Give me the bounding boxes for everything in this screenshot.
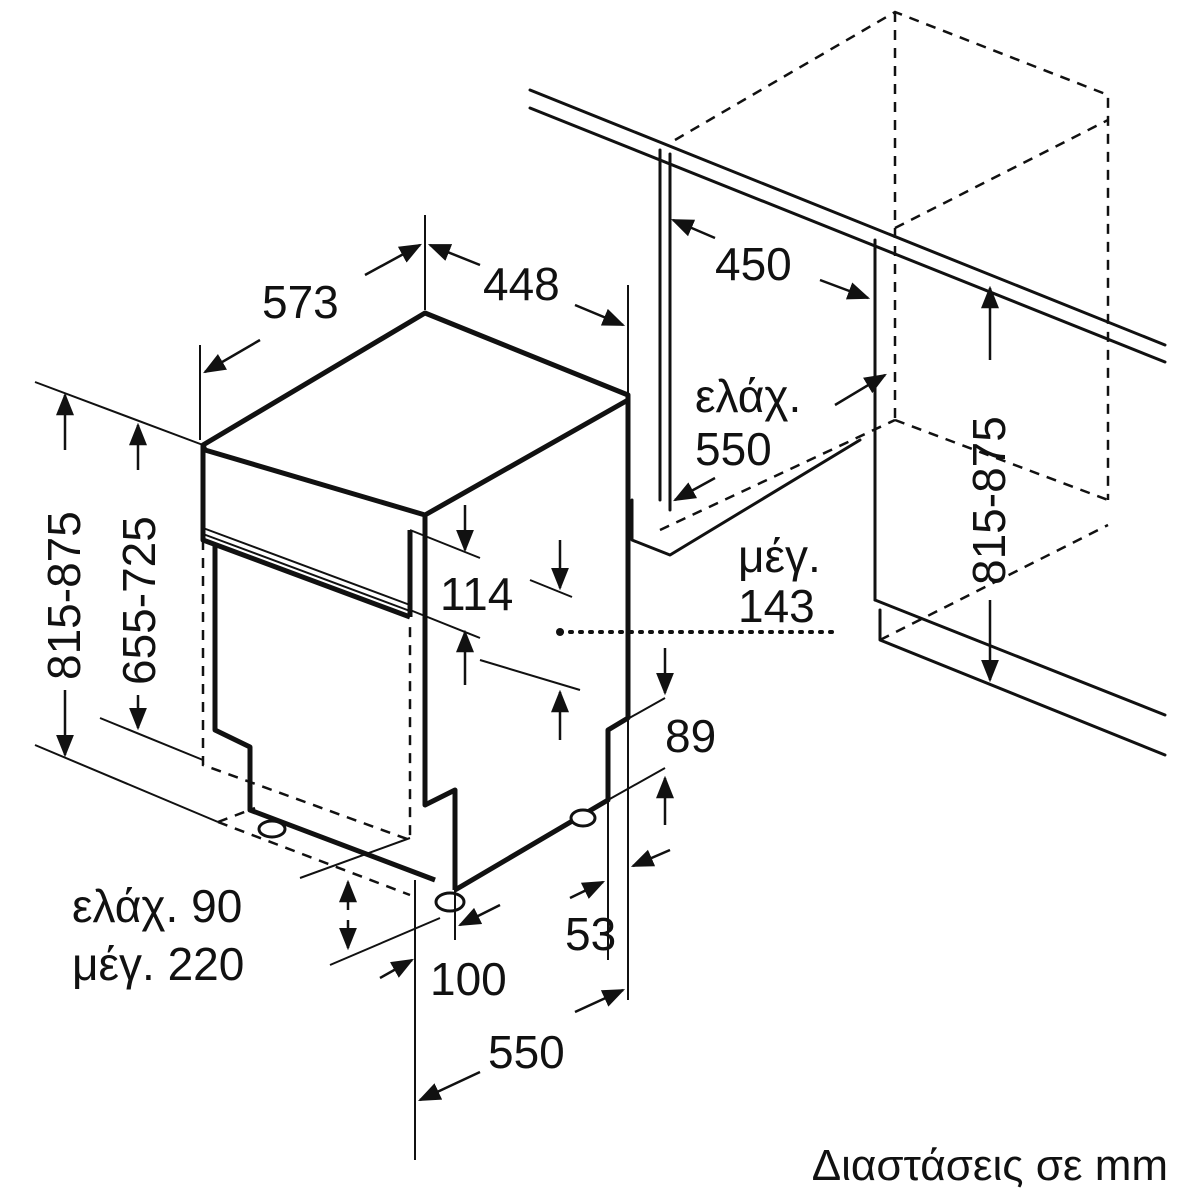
right-cabinet-base-1	[873, 598, 1167, 717]
ext-top-total	[34, 381, 204, 446]
foot-front-right	[434, 891, 466, 913]
door-outline-dashed	[201, 540, 412, 842]
label-height-door: 655-725	[113, 516, 165, 685]
ext-89-bottom	[607, 767, 666, 801]
foot-front-left	[257, 819, 287, 839]
niche-floor-right	[894, 418, 1109, 502]
arrow-573-left	[203, 338, 261, 374]
side-back-edge	[453, 400, 631, 893]
arrow-niche-depth-top	[834, 373, 887, 407]
ext-143-top	[529, 579, 573, 598]
label-plinth-min: ελάχ. 90	[72, 880, 242, 932]
worktop-edge-top	[528, 88, 1167, 347]
ext-114-top	[409, 529, 481, 559]
label-panel-height: 114	[440, 568, 513, 620]
ext-90-top	[299, 837, 411, 879]
niche-top-dashed	[674, 10, 1110, 500]
arrow-53-right	[630, 848, 671, 868]
worktop-edge-bottom	[528, 106, 1167, 364]
label-height-total: 815-875	[38, 511, 90, 680]
arrow-448-left	[427, 243, 481, 267]
ext-bottom-total	[34, 744, 219, 823]
ext-89-top	[607, 697, 666, 731]
left-cabinet-base	[630, 438, 862, 557]
right-cabinet-base-2	[878, 608, 1167, 757]
label-max-prefix: μέγ.	[738, 530, 821, 582]
arrow-573-right	[364, 243, 422, 277]
units-note: Διαστάσεις σε mm	[812, 1141, 1168, 1190]
label-foot-setback: 100	[430, 953, 507, 1005]
arrow-niche-depth-bottom	[673, 476, 716, 502]
side-front-edge	[422, 515, 458, 890]
foot-back-right	[569, 808, 597, 828]
panel-groove-2	[202, 533, 411, 612]
arrow-550-left	[417, 1070, 481, 1102]
label-depth-top: 573	[262, 276, 339, 328]
label-niche-depth-value: 550	[695, 423, 772, 475]
dishwasher-top	[200, 310, 631, 518]
arrow-450-left	[670, 218, 716, 240]
niche-plinth-dashed	[879, 523, 1109, 642]
arrow-100-right	[457, 903, 501, 927]
label-plinth-depth: 53	[565, 908, 616, 960]
label-max-value: 143	[738, 580, 815, 632]
label-niche-depth-min: ελάχ.	[695, 370, 801, 422]
arrow-53-left	[569, 880, 606, 900]
ext-143-bottom	[479, 659, 581, 691]
arrow-100-left	[379, 958, 414, 980]
plinth-dash-2	[217, 820, 411, 897]
ext-90-bottom	[329, 917, 441, 966]
label-width-top: 448	[483, 258, 560, 310]
panel-groove-1	[202, 527, 411, 606]
ext-bottom-door	[99, 717, 204, 761]
label-plinth-height: 89	[665, 710, 716, 762]
label-depth-bottom: 550	[488, 1026, 565, 1078]
dimension-labels: 573 448 450 ελάχ. 550 815-875 815-875 65…	[38, 238, 1168, 1190]
niche-back-top	[894, 118, 1109, 230]
arrow-450-right	[819, 278, 871, 300]
control-panel-front	[200, 445, 411, 620]
arrow-550-right	[574, 988, 626, 1014]
dishwasher-body	[212, 545, 436, 883]
leader-dot	[556, 628, 564, 636]
dimension-lines	[34, 215, 999, 1160]
plinth-dash-1	[217, 806, 256, 824]
niche-floor-left	[659, 418, 896, 532]
label-niche-width: 450	[715, 238, 792, 290]
dishwasher	[200, 310, 631, 913]
label-plinth-max: μέγ. 220	[72, 938, 244, 990]
label-niche-height: 815-875	[963, 416, 1015, 585]
kitchen-niche	[528, 10, 1167, 757]
arrow-448-right	[574, 303, 626, 327]
